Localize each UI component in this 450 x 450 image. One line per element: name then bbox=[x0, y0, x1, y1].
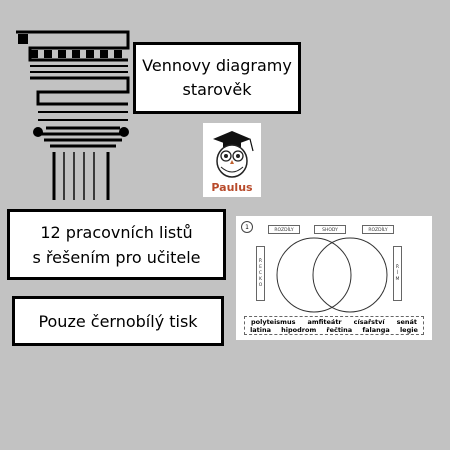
word-bank: polyteismus amfiteátr císařství senát la… bbox=[244, 316, 424, 335]
title-line-1: Vennovy diagramy bbox=[142, 56, 292, 75]
middle-header: SHODY bbox=[314, 225, 346, 234]
word: polyteismus bbox=[250, 317, 296, 326]
word: legie bbox=[399, 325, 418, 334]
paulus-logo: Paulus bbox=[203, 123, 261, 197]
word: falanga bbox=[362, 325, 390, 334]
worksheet-line-2: s řešením pro učitele bbox=[32, 247, 201, 267]
word: císařství bbox=[353, 317, 385, 326]
print-label: Pouze černobílý tisk bbox=[38, 311, 198, 331]
word: amfiteátr bbox=[307, 317, 342, 326]
word: hipodrom bbox=[281, 325, 317, 334]
print-note-box: Pouze černobílý tisk bbox=[12, 296, 224, 346]
worksheet-count-box: 12 pracovních listů s řešením pro učitel… bbox=[7, 209, 226, 280]
venn-diagram bbox=[276, 237, 388, 313]
word: latina bbox=[250, 325, 272, 334]
worksheet-line-1: 12 pracovních listů bbox=[40, 222, 193, 242]
sheet-number: 1 bbox=[241, 221, 253, 233]
word: senát bbox=[396, 317, 417, 326]
right-side-label: Ř Í M bbox=[393, 246, 402, 301]
left-side-label: Ř E C K O bbox=[256, 246, 265, 301]
left-header: ROZDÍLY bbox=[268, 225, 300, 234]
title-box: Vennovy diagramy starověk bbox=[133, 42, 301, 114]
title-line-2: starověk bbox=[182, 80, 252, 99]
logo-text: Paulus bbox=[211, 181, 253, 194]
column-illustration bbox=[16, 30, 130, 200]
right-header: ROZDÍLY bbox=[362, 225, 394, 234]
word: řečtina bbox=[326, 325, 353, 334]
owl-graduate-icon bbox=[213, 131, 254, 178]
worksheet-preview: 1 ROZDÍLY SHODY ROZDÍLY Ř E C K O Ř Í M … bbox=[236, 216, 432, 340]
